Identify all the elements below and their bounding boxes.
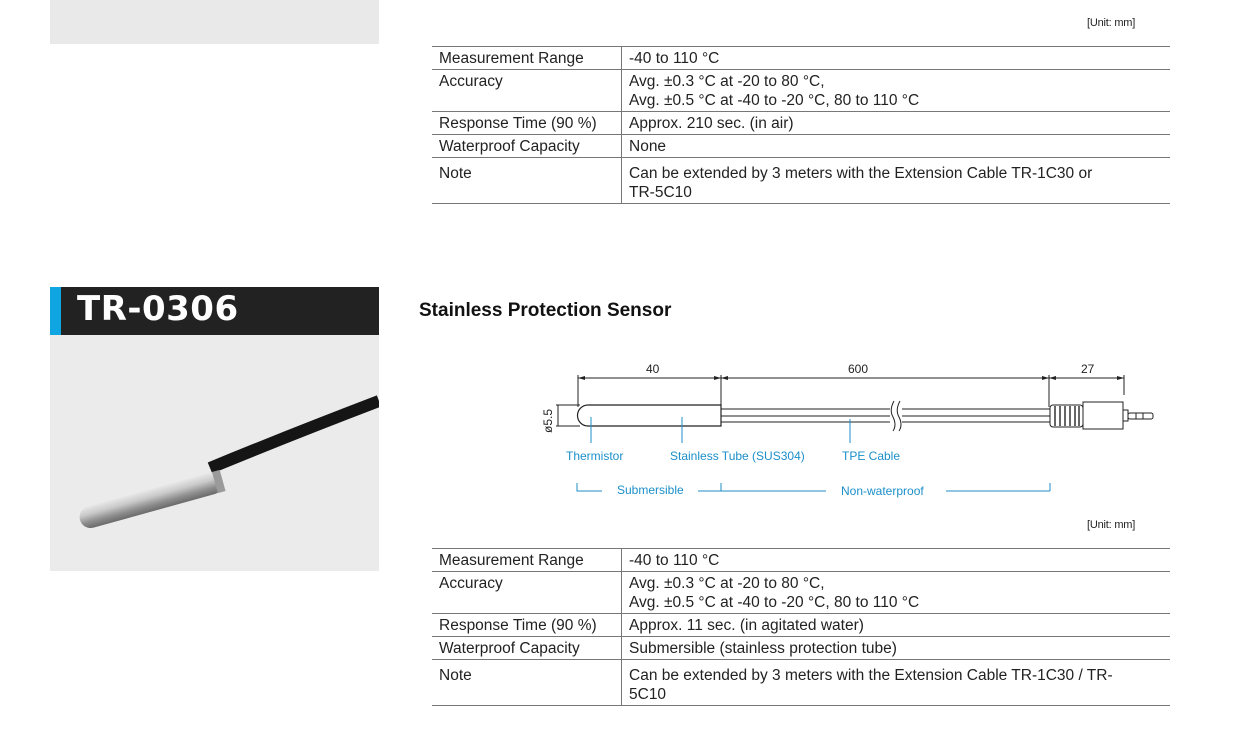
dim-connector-length: 27 bbox=[1081, 362, 1095, 376]
spec-label: Response Time (90 %) bbox=[432, 613, 622, 637]
dim-cable-length: 600 bbox=[848, 362, 868, 376]
spec-row-accuracy: Accuracy Avg. ±0.3 °C at -20 to 80 °C, A… bbox=[432, 571, 1170, 614]
spec-row-note: Note Can be extended by 3 meters with th… bbox=[432, 659, 1170, 706]
spec-label: Accuracy bbox=[432, 571, 622, 614]
spec-label: Accuracy bbox=[432, 69, 622, 112]
product-card: TR-0306 bbox=[50, 287, 379, 571]
dimension-diagram: 40 600 27 ø5.5 The bbox=[541, 362, 1154, 498]
spec-value: Approx. 11 sec. (in agitated water) bbox=[621, 613, 1170, 637]
callout-thermistor: Thermistor bbox=[566, 449, 623, 463]
unit-label: [Unit: mm] bbox=[1087, 519, 1136, 531]
spec-row-measurement-range: Measurement Range -40 to 110 °C bbox=[432, 548, 1170, 572]
spec-value: Can be extended by 3 meters with the Ext… bbox=[621, 659, 1170, 706]
spec-label: Note bbox=[432, 157, 622, 204]
zone-submersible: Submersible bbox=[617, 483, 684, 497]
spec-row-accuracy: Accuracy Avg. ±0.3 °C at -20 to 80 °C, A… bbox=[432, 69, 1170, 112]
spec-row-note: Note Can be extended by 3 meters with th… bbox=[432, 157, 1170, 204]
spec-value: Can be extended by 3 meters with the Ext… bbox=[621, 157, 1170, 204]
spec-value-line: 5C10 bbox=[629, 686, 667, 703]
product-spec-table: Measurement Range -40 to 110 °C Accuracy… bbox=[432, 548, 1170, 706]
spec-label: Measurement Range bbox=[432, 548, 622, 572]
spec-value: Submersible (stainless protection tube) bbox=[621, 636, 1170, 660]
spec-value-line: TR-5C10 bbox=[629, 184, 692, 201]
callout-tpe-cable: TPE Cable bbox=[842, 449, 900, 463]
spec-row-waterproof: Waterproof Capacity None bbox=[432, 134, 1170, 158]
spec-value: -40 to 110 °C bbox=[621, 46, 1170, 70]
model-header: TR-0306 bbox=[50, 287, 379, 335]
spec-value-line: Can be extended by 3 meters with the Ext… bbox=[629, 165, 1093, 182]
spec-label: Waterproof Capacity bbox=[432, 134, 622, 158]
spec-value-line: Can be extended by 3 meters with the Ext… bbox=[629, 667, 1113, 684]
unit-label: [Unit: mm] bbox=[1087, 17, 1136, 29]
spec-value: -40 to 110 °C bbox=[621, 548, 1170, 572]
dim-tube-length: 40 bbox=[646, 362, 660, 376]
spec-value: Avg. ±0.3 °C at -20 to 80 °C, Avg. ±0.5 … bbox=[621, 69, 1170, 112]
spec-label: Response Time (90 %) bbox=[432, 111, 622, 135]
spec-value: Approx. 210 sec. (in air) bbox=[621, 111, 1170, 135]
spec-value: None bbox=[621, 134, 1170, 158]
callout-stainless-tube: Stainless Tube (SUS304) bbox=[670, 449, 805, 463]
product-title: Stainless Protection Sensor bbox=[419, 300, 672, 321]
dim-diameter: ø5.5 bbox=[541, 409, 555, 433]
spec-value-line: Avg. ±0.3 °C at -20 to 80 °C, bbox=[629, 575, 825, 592]
sensor-photo bbox=[79, 395, 379, 529]
spec-label: Note bbox=[432, 659, 622, 706]
previous-product-image bbox=[50, 0, 379, 44]
zone-non-waterproof: Non-waterproof bbox=[841, 484, 924, 498]
spec-value-line: Avg. ±0.5 °C at -40 to -20 °C, 80 to 110… bbox=[629, 92, 920, 109]
spec-row-response-time: Response Time (90 %) Approx. 210 sec. (i… bbox=[432, 111, 1170, 135]
spec-label: Measurement Range bbox=[432, 46, 622, 70]
spec-label: Waterproof Capacity bbox=[432, 636, 622, 660]
spec-row-measurement-range: Measurement Range -40 to 110 °C bbox=[432, 46, 1170, 70]
model-title: TR-0306 bbox=[77, 289, 239, 329]
spec-row-response-time: Response Time (90 %) Approx. 11 sec. (in… bbox=[432, 613, 1170, 637]
spec-value-line: Avg. ±0.5 °C at -40 to -20 °C, 80 to 110… bbox=[629, 594, 920, 611]
spec-row-waterproof: Waterproof Capacity Submersible (stainle… bbox=[432, 636, 1170, 660]
spec-value-line: Avg. ±0.3 °C at -20 to 80 °C, bbox=[629, 73, 825, 90]
previous-spec-table: Measurement Range -40 to 110 °C Accuracy… bbox=[432, 46, 1170, 204]
spec-value: Avg. ±0.3 °C at -20 to 80 °C, Avg. ±0.5 … bbox=[621, 571, 1170, 614]
accent-bar bbox=[50, 287, 61, 335]
